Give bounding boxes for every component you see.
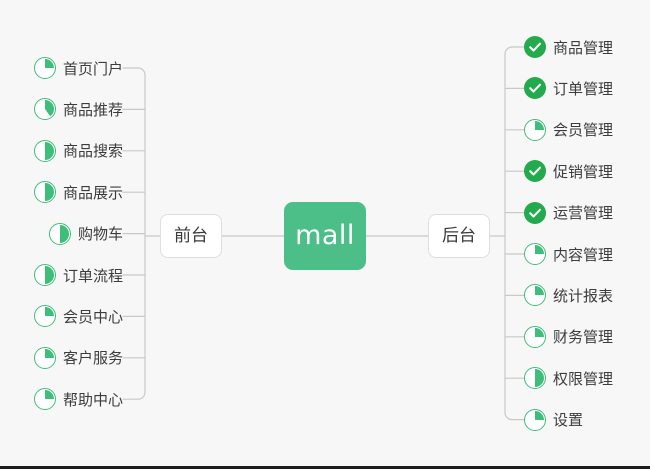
leaf-item-label: 统计报表: [553, 286, 614, 305]
leaf-item-label: 设置: [553, 411, 584, 430]
check-circle-icon: [524, 36, 546, 58]
leaf-item-label: 财务管理: [553, 328, 614, 347]
leaf-item[interactable]: 商品搜索: [33, 138, 123, 164]
pie-icon: [524, 325, 546, 348]
leaf-item[interactable]: 订单管理: [524, 75, 613, 101]
root-node-label: mall: [295, 220, 355, 251]
leaf-item[interactable]: 首页门户: [33, 55, 123, 81]
pie-icon: [524, 118, 546, 141]
branch-node-backend[interactable]: 后台: [428, 214, 490, 258]
root-node-mall[interactable]: mall: [284, 202, 366, 270]
leaf-item[interactable]: 会员中心: [33, 303, 123, 329]
leaf-item-label: 权限管理: [553, 369, 614, 388]
pie-icon: [524, 284, 546, 307]
branch-node-frontend[interactable]: 前台: [160, 214, 222, 258]
leaf-item-label: 商品搜索: [62, 142, 123, 161]
leaf-item[interactable]: 财务管理: [524, 324, 613, 350]
leaf-item[interactable]: 运营管理: [524, 200, 613, 226]
leaf-item[interactable]: 统计报表: [524, 282, 613, 308]
pie-icon: [33, 264, 56, 286]
leaf-item[interactable]: 订单流程: [33, 262, 123, 288]
leaf-item-label: 会员中心: [62, 307, 123, 326]
pie-icon: [33, 388, 56, 411]
pie-icon: [33, 346, 56, 369]
pie-icon: [33, 57, 56, 79]
pie-icon: [33, 98, 56, 121]
leaf-item[interactable]: 客户服务: [33, 345, 123, 371]
pie-icon: [33, 305, 56, 328]
leaf-item[interactable]: 商品展示: [33, 179, 123, 205]
leaf-item-label: 客户服务: [62, 349, 123, 368]
leaf-item-label: 订单管理: [553, 79, 614, 98]
leaf-item[interactable]: 促销管理: [524, 158, 613, 184]
pie-icon: [524, 367, 546, 390]
leaf-item-label: 购物车: [77, 225, 123, 244]
pie-icon: [33, 181, 56, 204]
branch-node-backend-label: 后台: [442, 226, 476, 246]
leaf-item-label: 促销管理: [553, 162, 614, 181]
leaf-item-label: 内容管理: [553, 245, 614, 264]
leaf-item-label: 运营管理: [553, 204, 614, 223]
check-circle-icon: [524, 160, 546, 183]
check-circle-icon: [524, 201, 546, 224]
bottom-edge: [0, 466, 650, 469]
check-circle-icon: [524, 77, 546, 100]
leaf-item[interactable]: 设置: [524, 407, 583, 433]
leaf-item-label: 会员管理: [553, 121, 614, 140]
leaf-item[interactable]: 商品管理: [524, 34, 613, 60]
pie-icon: [33, 139, 56, 162]
leaf-item-label: 商品展示: [62, 183, 123, 202]
leaf-item[interactable]: 内容管理: [524, 241, 613, 267]
leaf-item-label: 商品管理: [553, 38, 614, 57]
branch-node-frontend-label: 前台: [174, 226, 208, 246]
leaf-item-label: 商品推荐: [62, 100, 123, 119]
leaf-item[interactable]: 会员管理: [524, 117, 613, 143]
pie-icon: [48, 222, 71, 245]
pie-icon: [524, 408, 546, 431]
leaf-item-label: 帮助中心: [62, 390, 123, 409]
leaf-item[interactable]: 商品推荐: [33, 96, 123, 122]
leaf-item[interactable]: 帮助中心: [33, 386, 123, 412]
pie-icon: [524, 243, 546, 265]
leaf-item[interactable]: 购物车: [48, 221, 123, 247]
leaf-item-label: 首页门户: [62, 59, 123, 78]
leaf-item[interactable]: 权限管理: [524, 365, 613, 391]
leaf-item-label: 订单流程: [62, 266, 123, 285]
